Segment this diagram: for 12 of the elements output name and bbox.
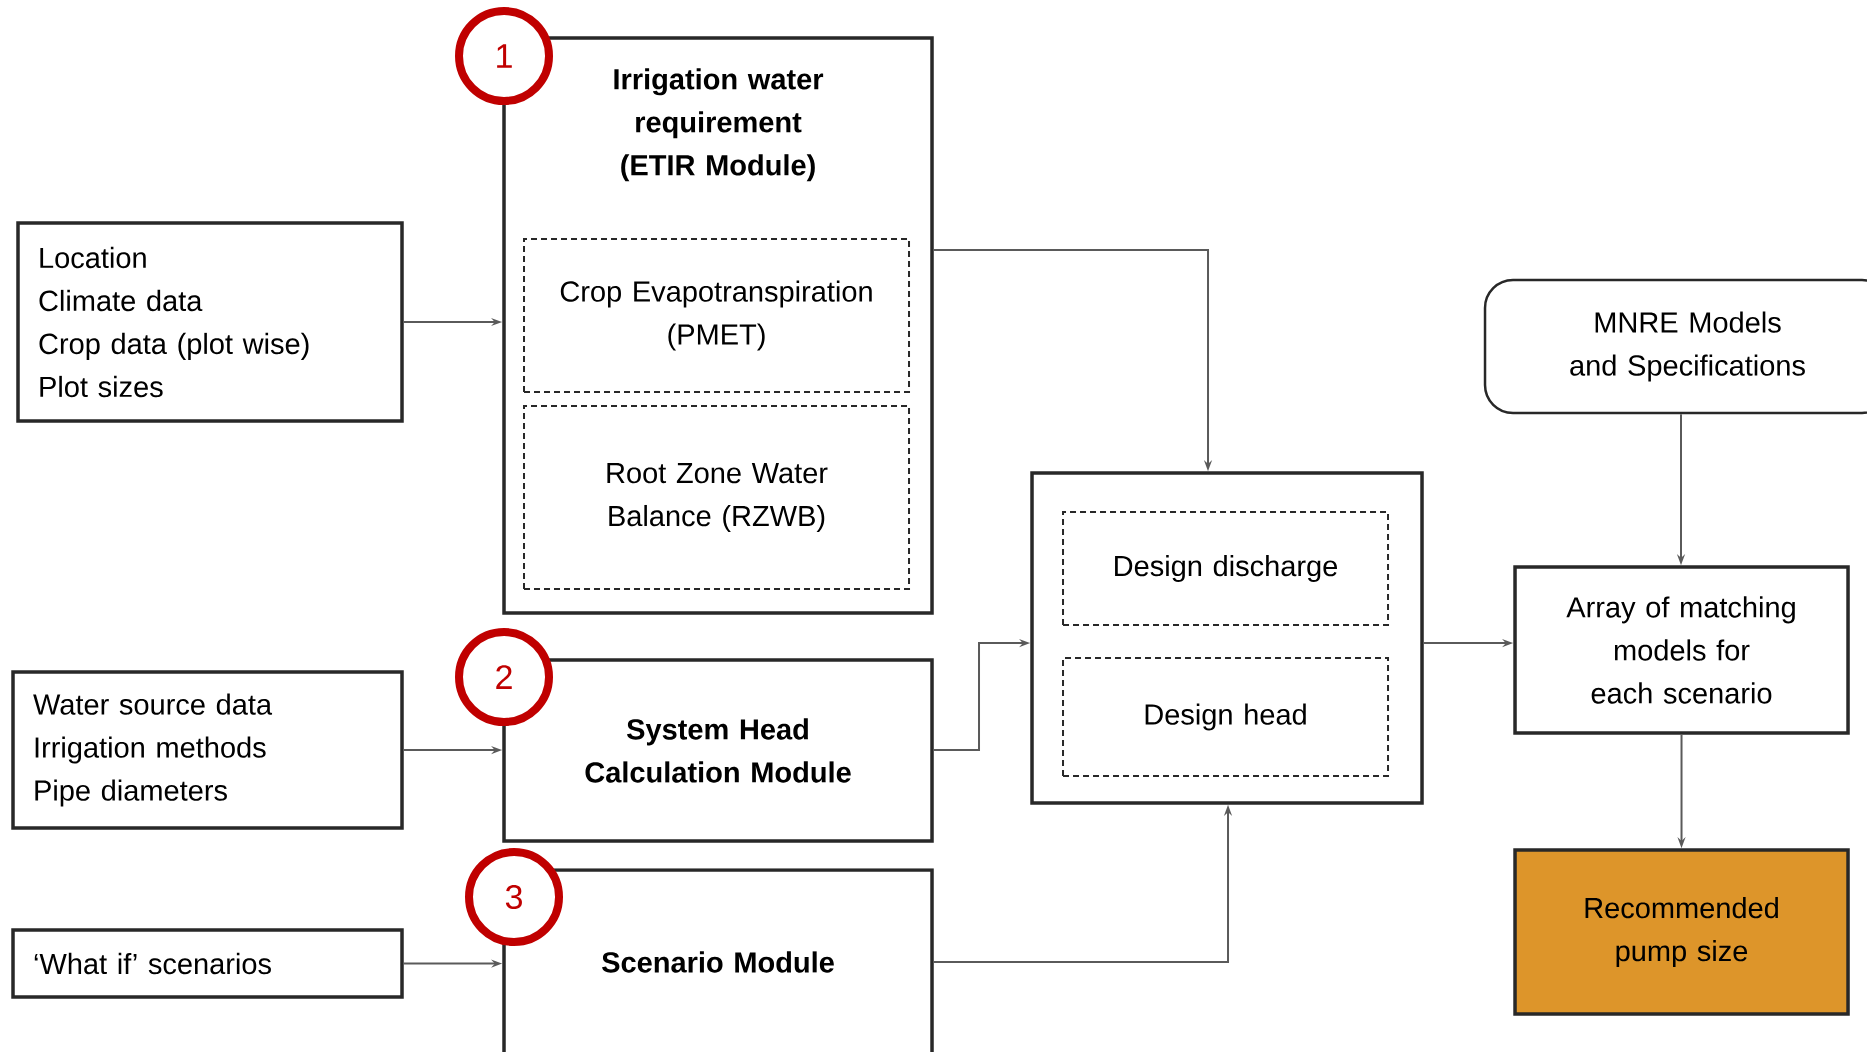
result-box: Recommended pump size: [1513, 848, 1850, 1016]
module-box: Location Climate data Crop data (plot wise) Plot sizes: [16, 221, 404, 423]
node-label: 3: [505, 884, 522, 910]
module-box: Array of matching models for each scenario: [1513, 565, 1850, 735]
sub-module-box: Crop Evapotranspiration (PMET): [523, 238, 910, 393]
sub-module-box: Design head: [1062, 657, 1389, 777]
rounded-box: MNRE Models and Specifications: [1483, 278, 1867, 415]
outer-box: [1030, 471, 1424, 805]
sub-module-box: Design discharge: [1062, 511, 1389, 626]
module-box: ‘What if’ scenarios: [11, 928, 404, 999]
module-box: Water source data Irrigation methods Pipe diameters: [11, 670, 404, 830]
sub-module-box: Root Zone Water Balance (RZWB): [523, 405, 910, 590]
